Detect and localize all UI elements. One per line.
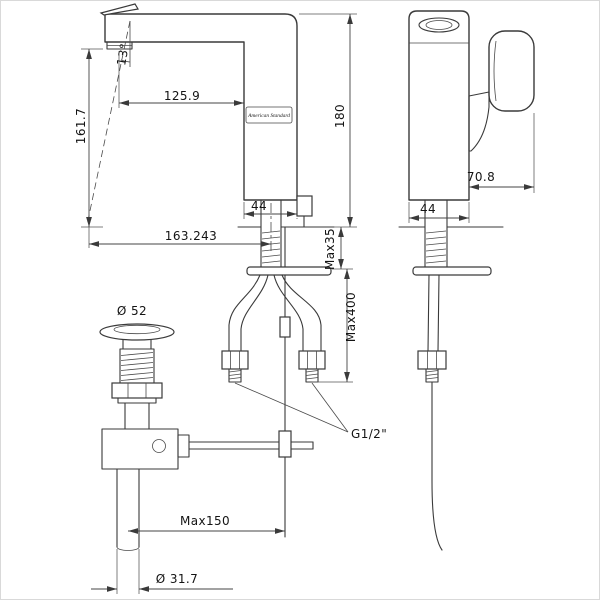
side-body-outline [408,10,470,201]
dim-handle-angle: 13° [114,42,132,67]
faucet-body-spout-outline [104,13,298,201]
side-hose-tail [431,381,443,551]
dim-body-width-front: 44 [251,199,267,213]
handle-lever-front [99,3,139,16]
dim-overall-depth: 70.8 [467,170,495,184]
dim-thread-size: G1/2" [351,427,387,441]
pivot-nut [177,434,190,458]
drain-locknut [111,382,163,399]
drain-tee-body [101,428,179,470]
front-view-dimensions: 13° 125.9 161.7 180 44 163.243 Max35 Max… [74,13,387,441]
dim-rod-travel: Max150 [180,514,230,528]
side-mounting-plate [412,266,492,276]
mounting-plate-front [246,266,332,276]
rod-coupler [279,316,291,338]
side-top-ring-inner [425,20,453,30]
popup-horizontal-rod [188,441,314,450]
logo-plate [245,106,293,124]
drain-outlet-pipe [116,468,140,551]
dim-body-depth-side: 44 [420,202,436,216]
dim-flange-diameter: Ø 52 [117,304,147,318]
brand-logo: American Standard [247,113,290,119]
drain-tailpipe [124,402,150,430]
side-top-ring-outer [418,17,460,33]
dim-max-deck-thickness: Max35 [323,228,337,270]
side-hose [427,274,440,352]
dim-hose-length: Max400 [344,292,358,342]
drain-flange [99,323,175,341]
dim-outlet-height: 161.7 [74,108,88,144]
side-hose-nut [417,350,447,383]
side-shank [424,199,448,268]
angle-reference-line [86,20,131,226]
drain-washer [117,397,157,404]
pivot-ball [152,439,166,453]
lift-rod-knob [296,195,313,217]
side-handle [488,30,535,112]
dim-spout-reach: 125.9 [164,89,200,103]
hose-nut-right [298,350,326,383]
front-view-faucet: American Standard [99,3,335,538]
side-view-faucet: 70.8 44 [398,10,535,551]
drain-threaded-body [119,348,155,384]
dim-overall-height: 180 [333,104,347,128]
hose-nut-left [221,350,249,383]
dim-pipe-diameter: Ø 31.7 [156,572,198,586]
supply-hoses [228,274,322,352]
drain-assembly: Ø 52 [91,304,314,594]
rod-clevis [278,430,292,458]
dim-overall-reach: 163.243 [165,229,217,243]
side-handle-neck [468,91,490,152]
